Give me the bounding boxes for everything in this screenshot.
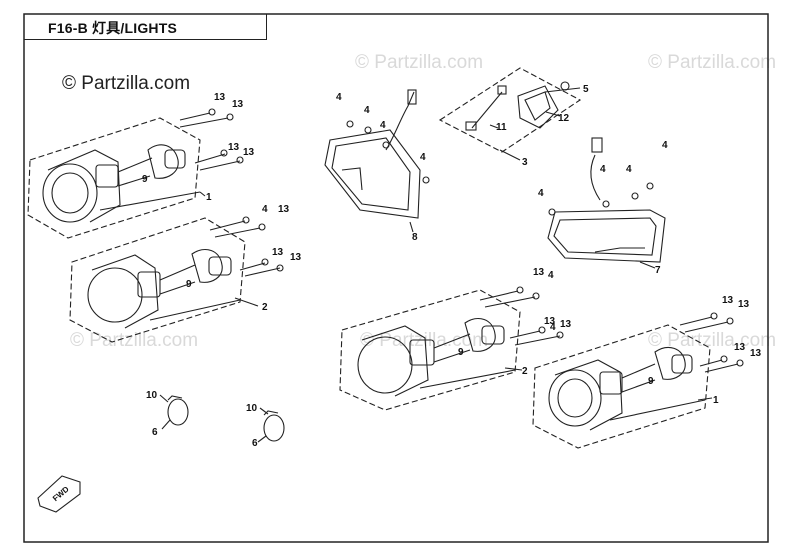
callout-13-f: 13 <box>272 247 284 258</box>
tail-light-7 <box>547 137 666 263</box>
callout-13-n: 13 <box>750 348 762 359</box>
callout-5: 5 <box>583 84 589 95</box>
callout-4-g: 4 <box>600 164 606 175</box>
callout-4-e: 4 <box>262 204 268 215</box>
callout-11: 11 <box>496 122 507 133</box>
headlight-assembly-bottom-right <box>532 312 744 449</box>
callout-13-a: 13 <box>214 92 226 103</box>
callout-3: 3 <box>522 157 528 168</box>
callout-2-b: 2 <box>522 366 528 377</box>
callout-7: 7 <box>655 265 661 276</box>
callout-labels: 1 1 2 2 3 4 4 4 4 4 4 4 4 4 4 4 5 6 6 7 … <box>51 84 762 503</box>
callout-4-k: 4 <box>550 322 556 333</box>
callout-10-b: 10 <box>246 403 258 414</box>
callout-13-i: 13 <box>544 316 556 327</box>
watermark-faint-2: © Partzilla.com <box>648 52 777 73</box>
callout-6-b: 6 <box>252 438 258 449</box>
callout-4-f: 4 <box>538 188 544 199</box>
watermark-faint-1: © Partzilla.com <box>355 52 484 73</box>
watermark-faint-3: © Partzilla.com <box>70 330 199 351</box>
callout-13-d: 13 <box>243 147 255 158</box>
callout-9-b: 9 <box>186 279 192 290</box>
callout-4-d: 4 <box>420 152 426 163</box>
callout-8: 8 <box>412 232 418 243</box>
callout-4-c: 4 <box>380 120 386 131</box>
callout-13-m: 13 <box>734 342 746 353</box>
callout-9-d: 9 <box>648 376 654 387</box>
callout-4-h: 4 <box>626 164 632 175</box>
fwd-arrow-icon <box>37 475 81 513</box>
headlight-assembly-top-left <box>27 108 244 239</box>
outer-border <box>23 13 769 543</box>
callout-13-j: 13 <box>560 319 572 330</box>
callout-2-a: 2 <box>262 302 268 313</box>
leader-lines <box>159 87 713 443</box>
lens-cap-right <box>263 410 285 442</box>
callout-9-a: 9 <box>142 174 148 185</box>
callout-1-b: 1 <box>713 395 719 406</box>
bulb-socket-assembly-3 <box>438 67 582 153</box>
callout-9-c: 9 <box>458 347 464 358</box>
tail-light-8 <box>324 89 430 219</box>
page-title: F16-B 灯具/LIGHTS <box>48 20 178 36</box>
headlight-assembly-mid-left <box>69 216 284 343</box>
callout-4-i: 4 <box>662 140 668 151</box>
title-box <box>24 14 267 40</box>
watermark-primary: © Partzilla.com <box>62 73 191 94</box>
lens-cap-left <box>167 395 189 426</box>
callout-10-a: 10 <box>146 390 158 401</box>
callout-12: 12 <box>558 113 570 124</box>
callout-1-a: 1 <box>206 192 212 203</box>
callout-13-b: 13 <box>232 99 244 110</box>
callout-13-g: 13 <box>290 252 302 263</box>
callout-4-b: 4 <box>364 105 370 116</box>
callout-13-l: 13 <box>738 299 750 310</box>
callout-4-a: 4 <box>336 92 342 103</box>
callout-13-c: 13 <box>228 142 240 153</box>
callout-13-h: 13 <box>533 267 545 278</box>
watermark-faint-5: © Partzilla.com <box>648 330 777 351</box>
fwd-label: FWD <box>51 484 71 503</box>
callout-13-e: 13 <box>278 204 290 215</box>
callout-13-k: 13 <box>722 295 734 306</box>
headlight-assembly-center <box>339 286 564 411</box>
callout-6-a: 6 <box>152 427 158 438</box>
callout-4-j: 4 <box>548 270 554 281</box>
